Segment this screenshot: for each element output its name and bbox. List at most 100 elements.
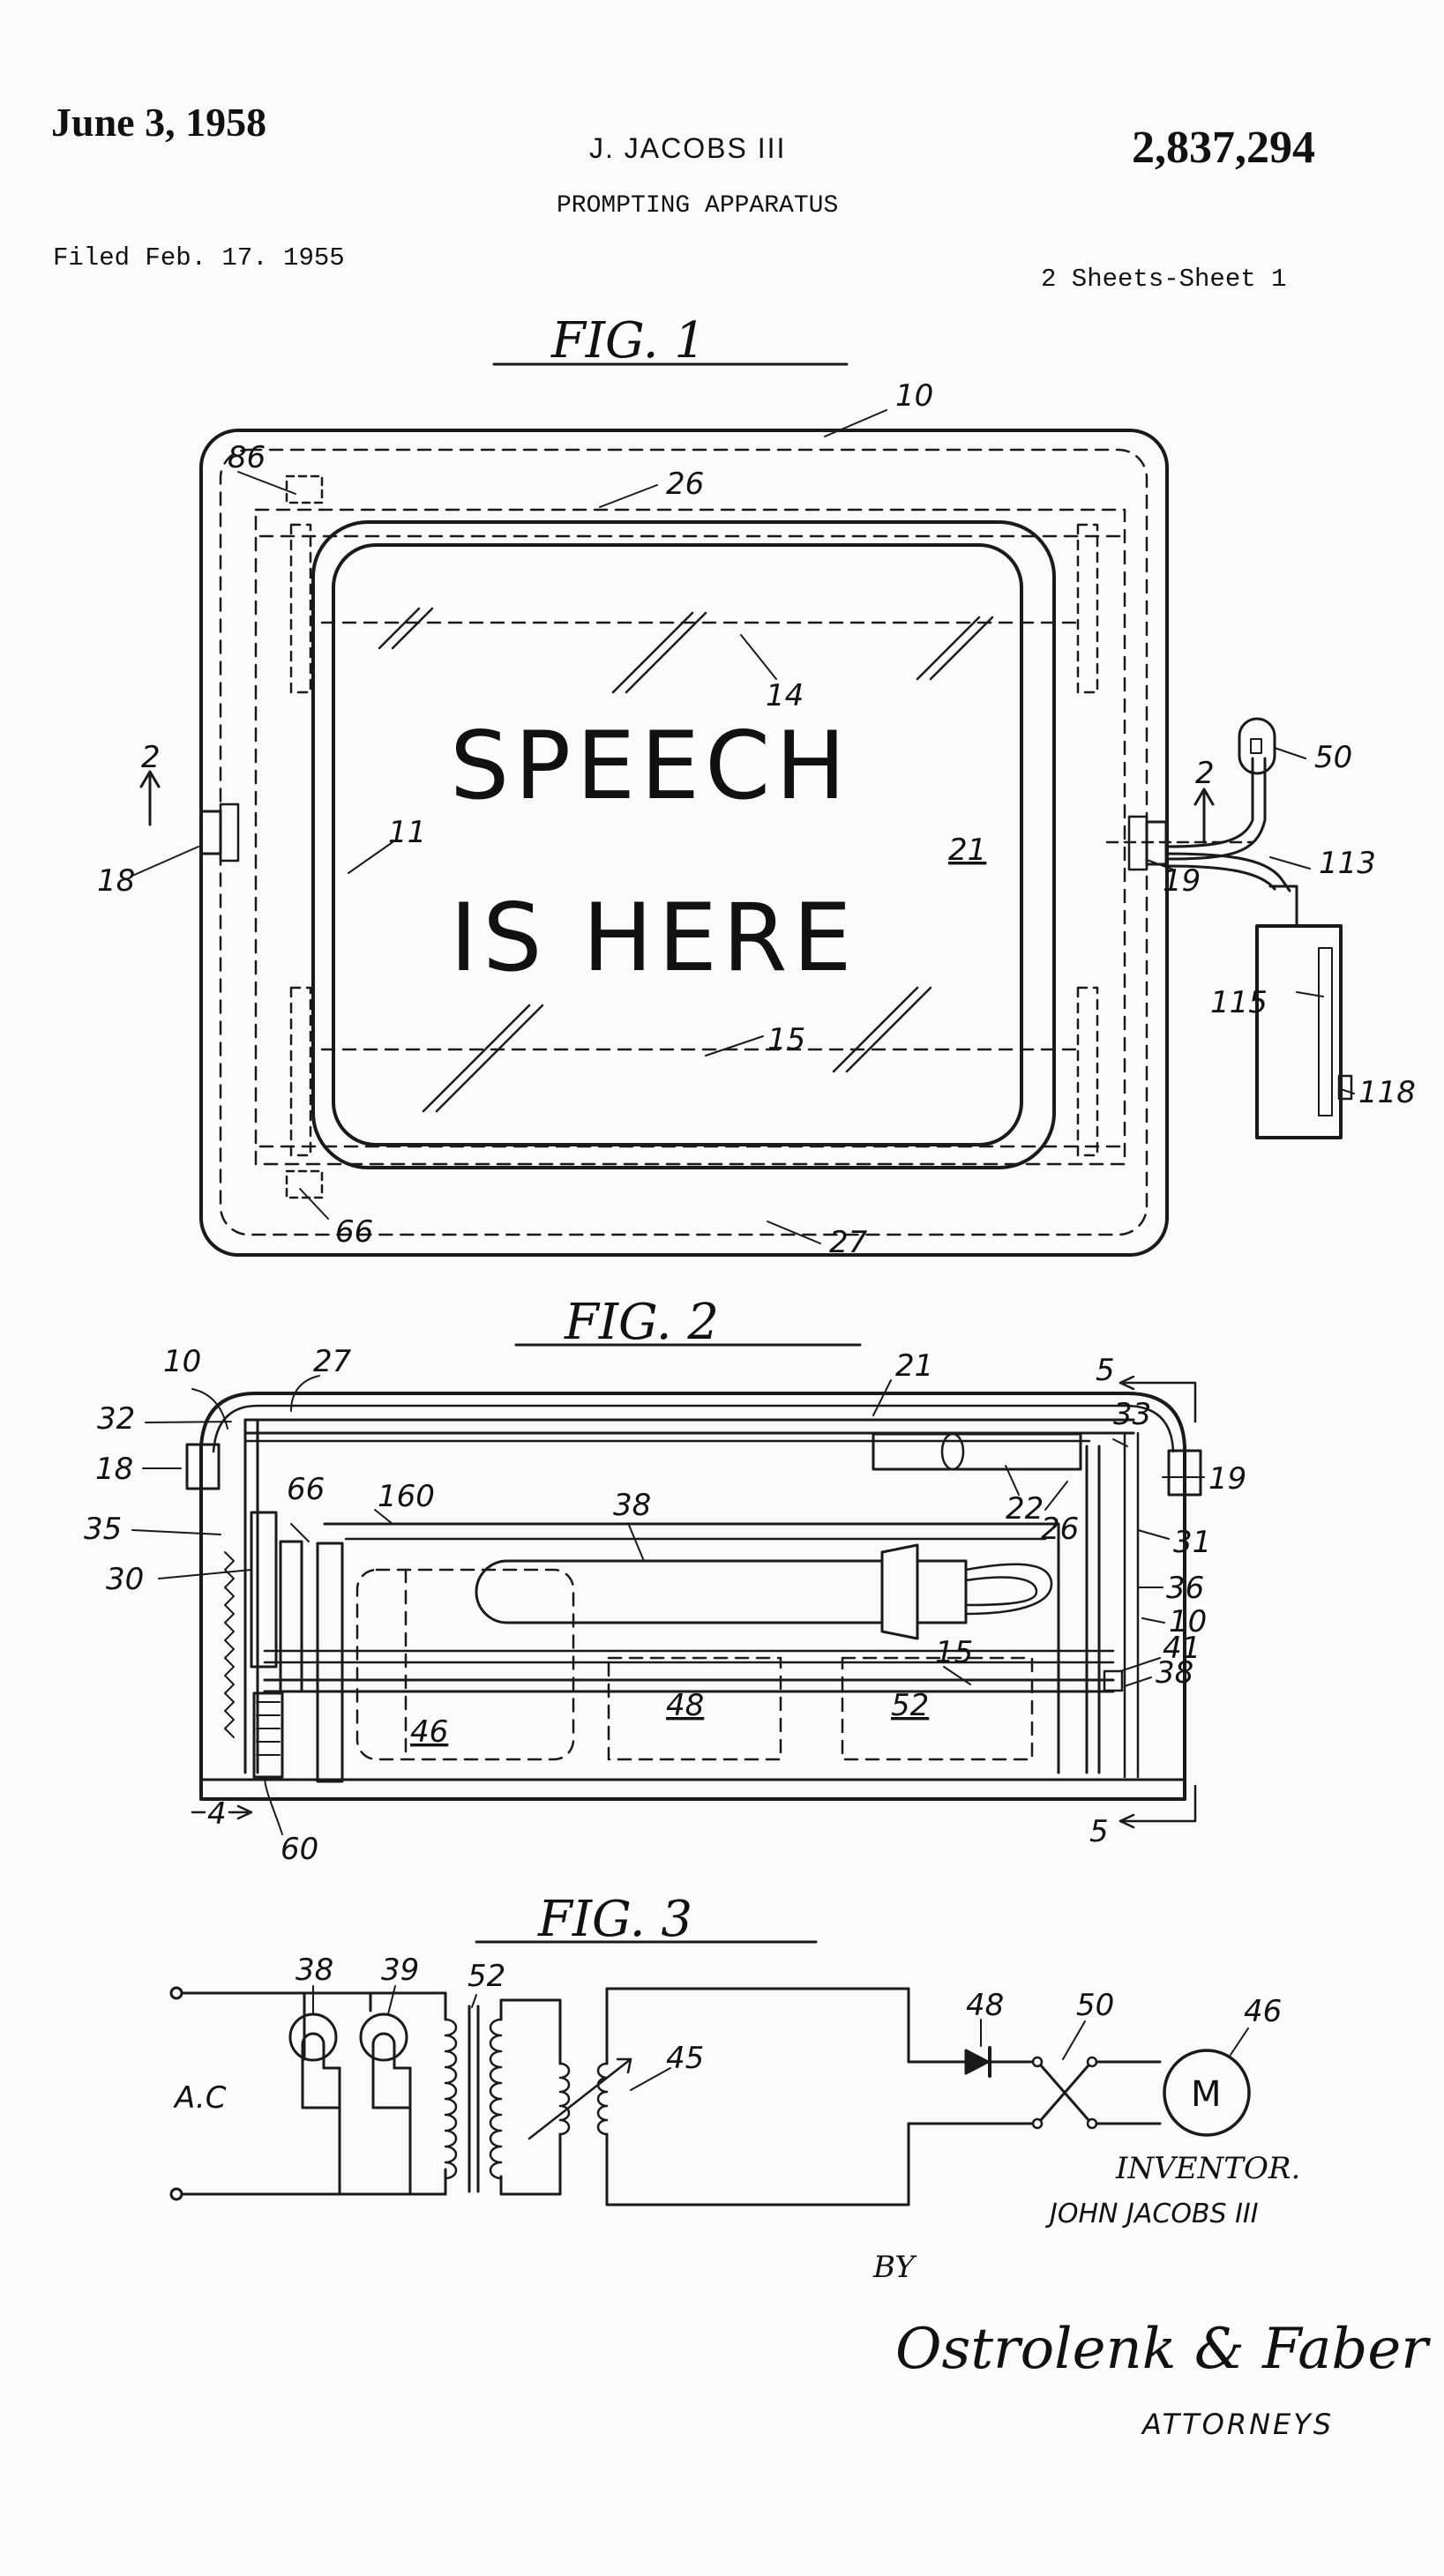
fig3-transformer-primary <box>444 2018 458 2180</box>
fig2-label-19: 19 <box>1208 1461 1246 1497</box>
fig2-lamp-38 <box>475 1559 884 1624</box>
signature-block: INVENTOR. JOHN JACOBS III BY Ostrolenk &… <box>872 2151 1431 2441</box>
inventor-header: J. JACOBS III <box>589 132 787 164</box>
fig2-label-10-side: 10 <box>1169 1604 1207 1639</box>
fig2-rectifier-48-hidden <box>607 1656 782 1761</box>
fig3-circuit: FIG. 3 <box>169 1891 1282 2206</box>
fig1-screen-text-line1: SPEECH <box>450 712 851 820</box>
patent-date: June 3, 1958 <box>51 100 267 145</box>
fig3-transformer-secondary <box>489 2018 503 2180</box>
fig1-label-66: 66 <box>335 1214 373 1250</box>
fig2-label-33: 33 <box>1113 1397 1151 1432</box>
patent-title: PROMPTING APPARATUS <box>557 192 839 220</box>
attorney-signature: Ostrolenk & Faber <box>895 2317 1431 2382</box>
fig2-label-41: 41 <box>1163 1631 1201 1666</box>
fig1-screen-opening <box>311 520 1056 1169</box>
fig2-label-27: 27 <box>313 1344 352 1379</box>
sheet-count: 2 Sheets-Sheet 1 <box>1041 265 1287 294</box>
patent-number: 2,837,294 <box>1132 123 1315 173</box>
fig1-heading: FIG. 1 <box>492 312 849 370</box>
fig3-label-52: 52 <box>468 1959 505 1994</box>
fig3-heading: FIG. 3 <box>475 1891 818 1948</box>
fig3-label-46: 46 <box>1244 1994 1282 2029</box>
fig2-label-18: 18 <box>95 1452 133 1487</box>
inventor-name: JOHN JACOBS III <box>1045 2199 1259 2229</box>
inventor-caption: INVENTOR. <box>1115 2151 1300 2186</box>
fig2-roller-22 <box>872 1432 1082 1471</box>
fig1-label-26: 26 <box>666 467 704 502</box>
fig1-control-box-115 <box>1255 924 1343 1139</box>
fig1-hidden-frame <box>254 508 1126 1166</box>
fig3-diode-48 <box>964 2049 990 2075</box>
fig2-label-160: 160 <box>378 1479 435 1514</box>
fig1-hand-switch-50 <box>1238 717 1276 775</box>
fig2-drawing: FIG. 2 <box>84 1294 1246 1867</box>
filing-date: Filed Feb. 17. 1955 <box>53 243 345 273</box>
fig2-label-10-top: 10 <box>163 1344 201 1379</box>
fig2-heading-text: FIG. 2 <box>564 1294 719 1351</box>
fig1-cabinet-inner-hidden <box>219 448 1148 1236</box>
fig1-label-27: 27 <box>829 1225 868 1260</box>
fig3-motor-46 <box>1163 2049 1251 2137</box>
fig1-label-86: 86 <box>228 440 266 475</box>
fig2-transformer-52-hidden <box>841 1656 1034 1761</box>
fig1-label-14: 14 <box>766 678 804 713</box>
fig3-label-50: 50 <box>1076 1988 1114 2023</box>
fig2-label-22: 22 <box>1006 1491 1044 1527</box>
fig2-label-60: 60 <box>281 1832 318 1867</box>
fig3-heading-text: FIG. 3 <box>537 1891 692 1948</box>
fig1-label-113: 113 <box>1319 846 1376 881</box>
fig2-lamp-box-160 <box>323 1522 1060 1774</box>
fig2-label-48: 48 <box>666 1688 704 1723</box>
fig2-label-31: 31 <box>1173 1525 1211 1560</box>
fig1-label-11: 11 <box>388 815 426 850</box>
fig2-label-38-lamp: 38 <box>613 1488 651 1523</box>
attorneys-caption: ATTORNEYS <box>1141 2408 1334 2441</box>
fig3-variable-arrow <box>527 2057 632 2140</box>
fig2-label-35: 35 <box>84 1512 122 1547</box>
fig2-label-66: 66 <box>287 1472 325 1507</box>
fig2-label-36: 36 <box>1166 1571 1204 1606</box>
fig2-label-4: 4 <box>207 1796 227 1832</box>
fig2-housing-section <box>199 1392 1186 1801</box>
fig3-label-45: 45 <box>666 2041 704 2076</box>
fig1-glass-glare <box>378 607 994 1113</box>
fig1-label-115: 115 <box>1210 985 1268 1020</box>
fig1-label-50: 50 <box>1314 740 1352 775</box>
fig2-label-5-top: 5 <box>1096 1353 1115 1388</box>
fig3-label-38: 38 <box>296 1953 333 1988</box>
fig1-label-19: 19 <box>1163 863 1201 899</box>
fig2-motor-46-hidden <box>355 1568 575 1761</box>
fig3-label-ac: A.C <box>173 2080 227 2116</box>
fig2-label-26: 26 <box>1041 1512 1079 1547</box>
fig2-label-32: 32 <box>97 1401 135 1437</box>
fig2-gear-60 <box>252 1691 284 1779</box>
fig1-label-21: 21 <box>948 833 986 868</box>
fig1-label-18: 18 <box>97 863 135 899</box>
fig2-label-5-bottom: 5 <box>1089 1814 1109 1849</box>
fig1-label-15: 15 <box>767 1022 805 1057</box>
fig3-lamp-38 <box>288 2012 338 2062</box>
fig2-label-15: 15 <box>935 1635 973 1670</box>
fig3-motor-symbol: M <box>1191 2074 1222 2115</box>
fig2-label-38-side: 38 <box>1156 1655 1193 1691</box>
fig1-screen-glass <box>332 543 1023 1146</box>
fig1-drawing: FIG. 1 <box>97 312 1416 1260</box>
fig2-label-30: 30 <box>106 1562 144 1597</box>
fig2-label-21: 21 <box>895 1348 933 1384</box>
fig3-label-39: 39 <box>381 1953 419 1988</box>
fig2-label-46: 46 <box>410 1714 448 1750</box>
fig1-label-10: 10 <box>895 378 933 414</box>
fig3-label-48: 48 <box>966 1988 1004 2023</box>
fig2-heading: FIG. 2 <box>514 1294 862 1351</box>
fig1-screen-text-line2: IS HERE <box>450 884 857 992</box>
fig1-heading-text: FIG. 1 <box>550 312 706 370</box>
by-caption: BY <box>872 2250 917 2285</box>
fig2-label-52: 52 <box>891 1688 929 1723</box>
fig1-label-2-right: 2 <box>1195 756 1215 791</box>
fig1-label-2-left: 2 <box>141 740 161 775</box>
fig1-label-118: 118 <box>1358 1075 1416 1110</box>
fig3-lamp-39 <box>359 2012 408 2062</box>
